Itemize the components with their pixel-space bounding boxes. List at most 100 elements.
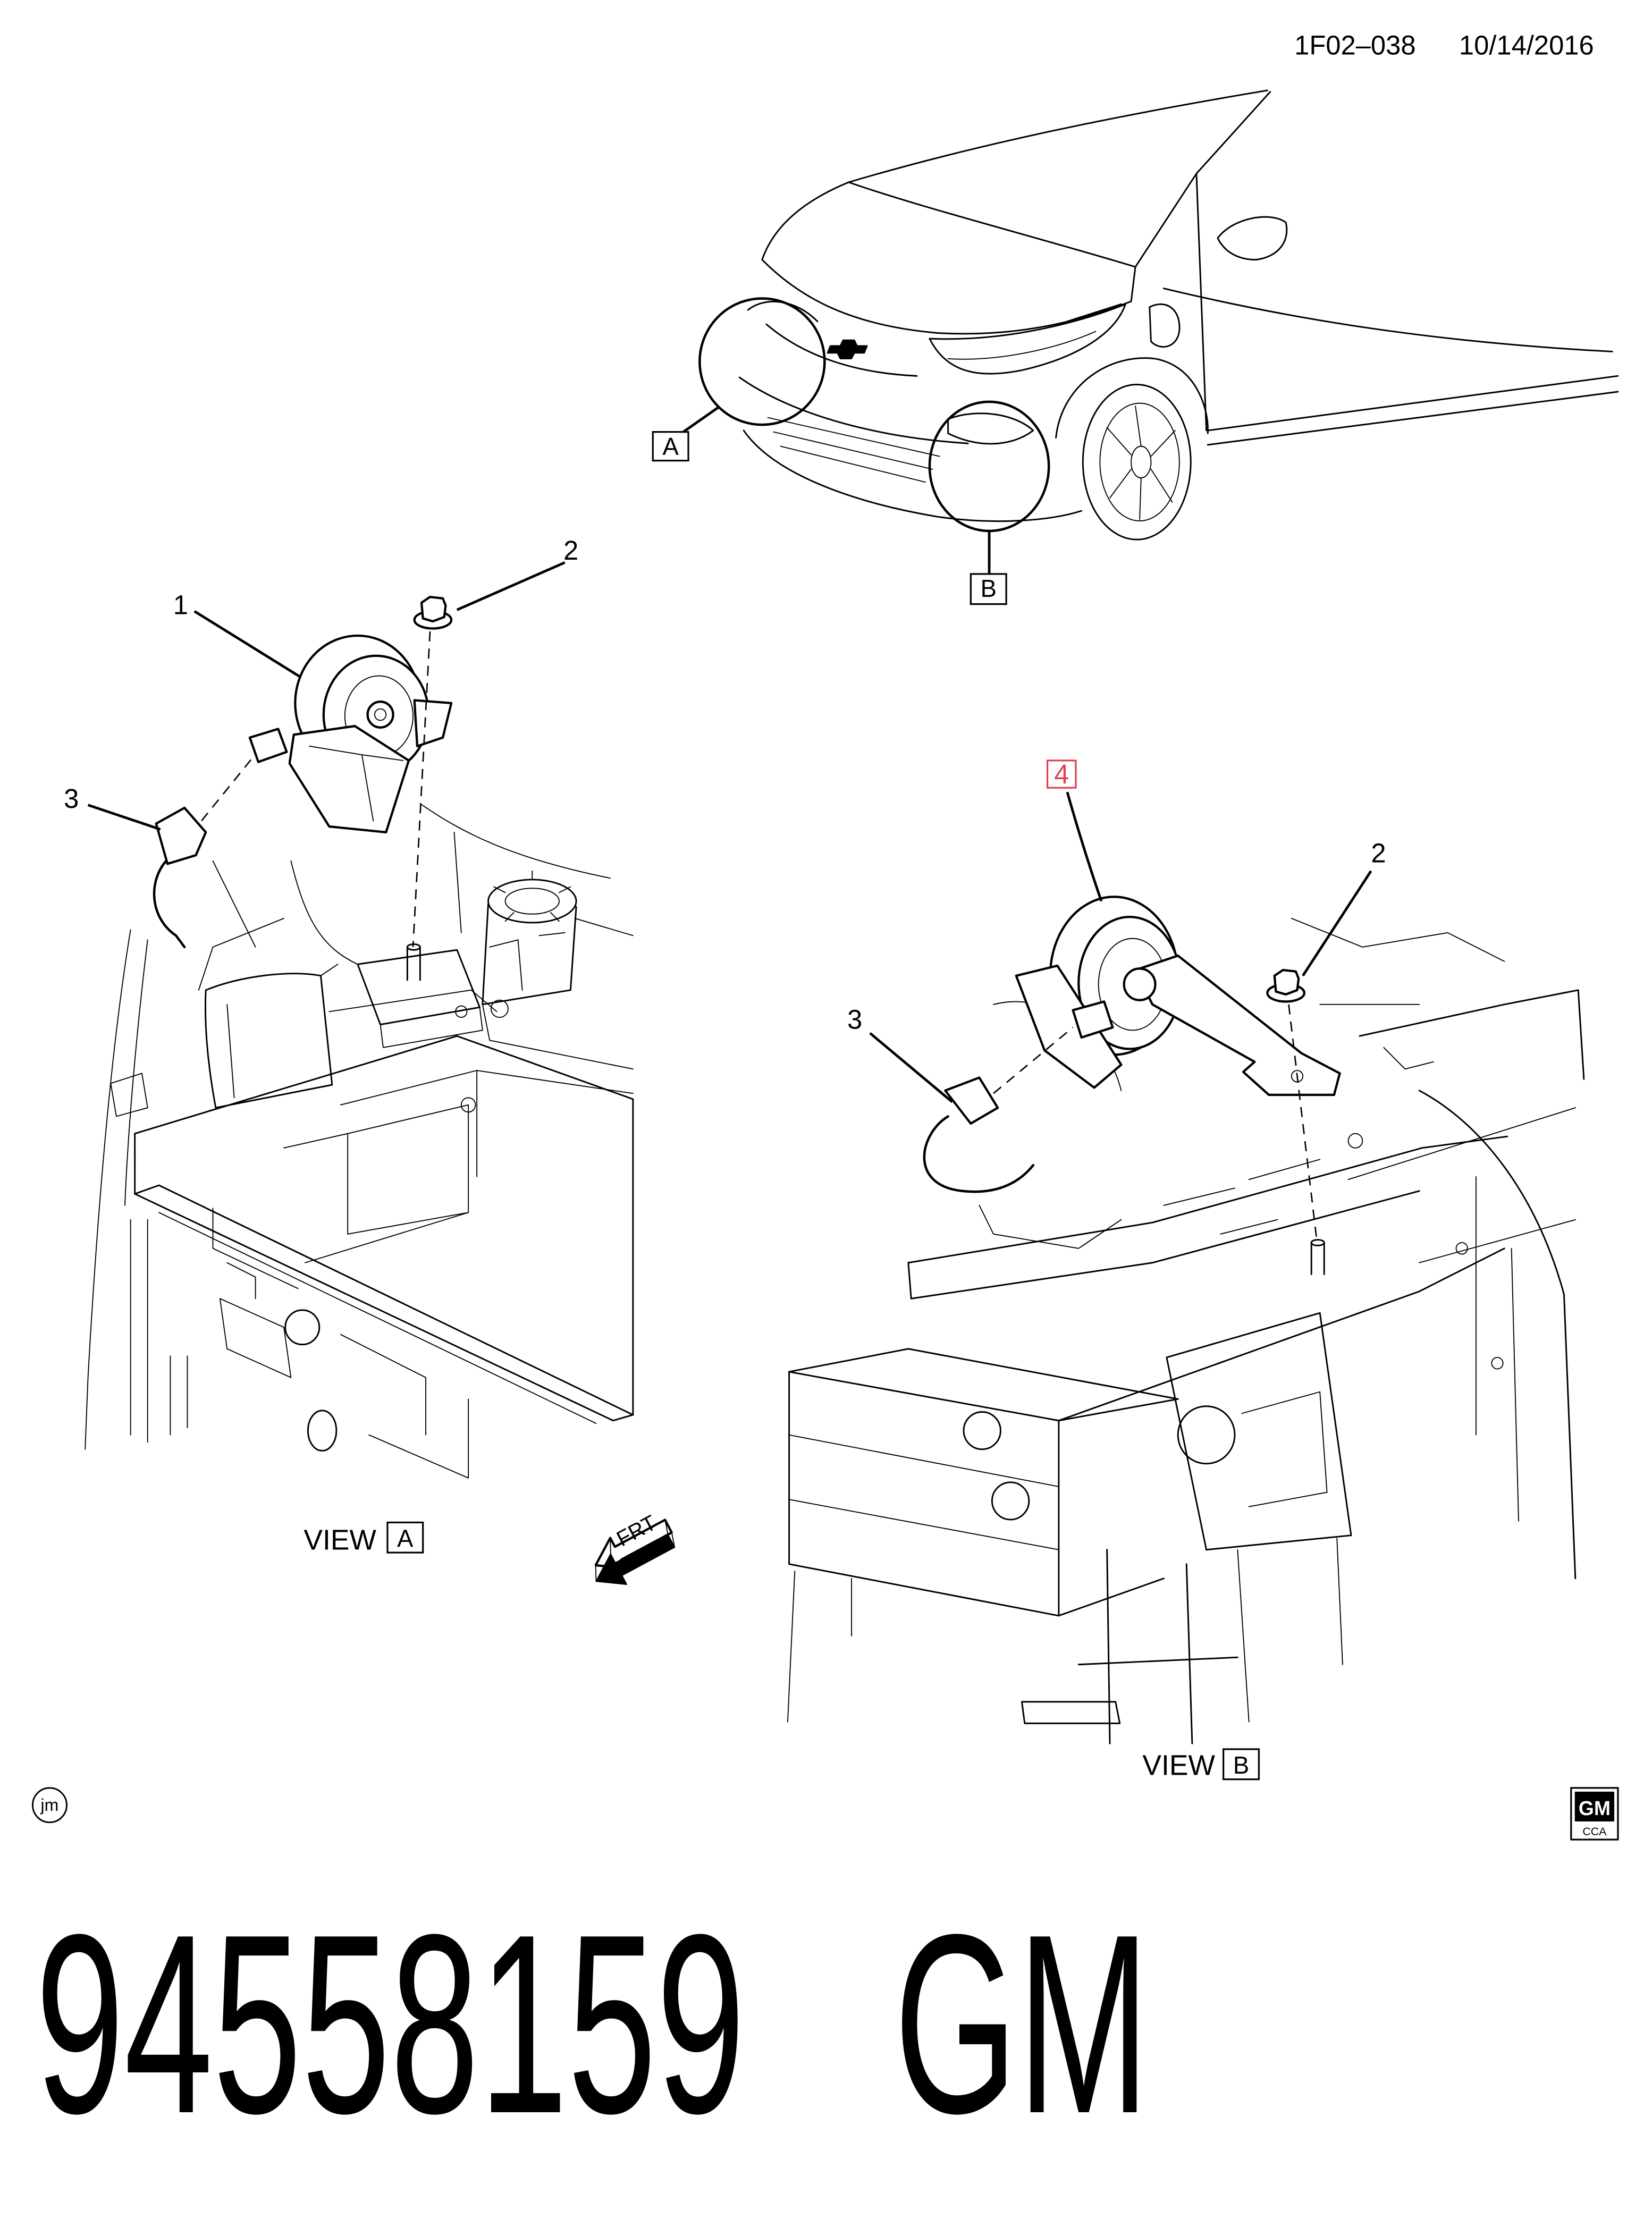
view-a-label: VIEW [304, 1524, 376, 1556]
illustrator-initials: jm [40, 1795, 59, 1815]
callout-4: 4 [1054, 759, 1069, 789]
vehicle-overview: A B [652, 89, 1619, 605]
horn-terminal [1072, 1000, 1114, 1039]
frame-rail [1058, 1247, 1505, 1617]
tie-bar-rib [283, 1133, 469, 1263]
mount-stud-view-b [1310, 1239, 1325, 1275]
hood-fender-line [1130, 266, 1136, 302]
a-pillar-right [1195, 91, 1271, 175]
apron-brace [1347, 1107, 1576, 1522]
lower-grille-slat [773, 431, 933, 470]
stud-top [1310, 1239, 1325, 1246]
detail-a-leader [680, 406, 719, 435]
horn-mount-plate-edge [380, 1007, 483, 1048]
lower-tie-bar [340, 1334, 469, 1479]
strut-tower-top [487, 879, 577, 924]
detail-b-marker: B [981, 575, 997, 602]
harness-wire [153, 859, 186, 949]
callout-2-leader [456, 561, 566, 611]
nut-install-path [412, 631, 431, 947]
arrow-front-face [595, 1534, 676, 1585]
stud-top [406, 943, 421, 951]
front-door-edge [1195, 173, 1208, 432]
strut-mount-ring [504, 888, 560, 915]
wheel-spokes [1106, 406, 1176, 520]
connector-body [944, 1076, 999, 1125]
radiator-support-face [134, 1098, 634, 1422]
front-tire [1082, 384, 1192, 541]
strut-tower-body [482, 903, 577, 1006]
gm-logo-icon: GM CCA [1570, 1787, 1619, 1841]
detail-circle-a [698, 297, 826, 426]
radiator-support-flange [158, 1208, 597, 1424]
radiator-support-hole [307, 1410, 338, 1452]
fender-inner-edge [124, 939, 148, 1206]
bumper-beam-hole [991, 1481, 1030, 1521]
windshield-base [848, 181, 1136, 268]
strut-bracket [489, 932, 566, 991]
horn-bracket-rib [309, 745, 404, 822]
charge-port-door [1149, 303, 1181, 348]
view-a-marker: A [397, 1525, 414, 1552]
lower-bracket [1021, 1701, 1121, 1724]
part-brand: GM [894, 1882, 1150, 2167]
fender-bracket-lines [130, 1219, 188, 1443]
callout-3-leader [869, 1032, 954, 1103]
bumper-beam-rib [788, 1434, 1059, 1550]
gm-logo-block [1574, 1791, 1614, 1822]
stud-shaft [1310, 1242, 1325, 1275]
a-pillar-left [848, 89, 1268, 183]
upper-grille-line [765, 323, 918, 377]
deflector-block-edge [226, 964, 339, 1099]
radiator-support-top [134, 1035, 634, 1135]
horn-long-bracket [1134, 954, 1341, 1096]
headlamp-right [929, 303, 1126, 375]
fender-apron-edge [1418, 1090, 1577, 1580]
radiator-support-lower [134, 1184, 634, 1416]
connector-3-view-b [923, 1076, 1035, 1193]
bowtie-emblem [827, 339, 868, 360]
bracket-mount-hole [1291, 1070, 1304, 1083]
callout-1: 1 [173, 589, 188, 620]
harness-wire [923, 1115, 1035, 1193]
connector-install-path [993, 1026, 1074, 1094]
view-b-label: VIEW [1142, 1749, 1215, 1781]
fog-lamp-bezel [947, 412, 1034, 445]
fastener [455, 1005, 468, 1018]
detail-circle-b [928, 400, 1050, 533]
wheel-hub [1131, 445, 1152, 478]
horn-hub [1123, 967, 1157, 1001]
upper-rail-lower-edge [907, 1190, 1420, 1300]
callout-3: 3 [847, 1004, 862, 1034]
strut-mount-ribs [493, 870, 571, 922]
fastener [1347, 1133, 1363, 1149]
callout-2-leader [1302, 870, 1372, 977]
view-a-marker-box [386, 1521, 424, 1554]
apron-upper-line [1291, 917, 1505, 1005]
fastener [1491, 1357, 1504, 1370]
upper-apron-rail [1359, 989, 1585, 1080]
callout-4-leader [1066, 791, 1103, 902]
air-deflector-block [205, 973, 333, 1109]
front-direction-arrow-icon [594, 1519, 676, 1585]
drawing-code: 1F02–038 [1294, 30, 1415, 60]
nut-hex [1273, 968, 1300, 996]
apron-line [198, 860, 358, 991]
side-mirror [1217, 216, 1288, 261]
horn-4 [1015, 896, 1341, 1096]
detail-b-marker-box [970, 573, 1007, 605]
illustrator-stamp: jm [31, 1787, 68, 1824]
apron-tabs [1383, 1047, 1576, 1263]
stud-shaft [406, 946, 421, 981]
fastener [460, 1097, 476, 1113]
arrow-depth-edges [595, 1519, 676, 1582]
upper-tie-bar [328, 989, 634, 1177]
callout-3-leader [87, 804, 161, 831]
view-b-marker-box [1223, 1748, 1260, 1781]
detail-a-marker: A [662, 433, 679, 460]
front-wheel-rim [1099, 402, 1180, 521]
gm-logo-letters: GM [1579, 1797, 1611, 1819]
detail-a-marker-box [652, 431, 689, 462]
radiator-support-pocket [219, 1298, 292, 1378]
